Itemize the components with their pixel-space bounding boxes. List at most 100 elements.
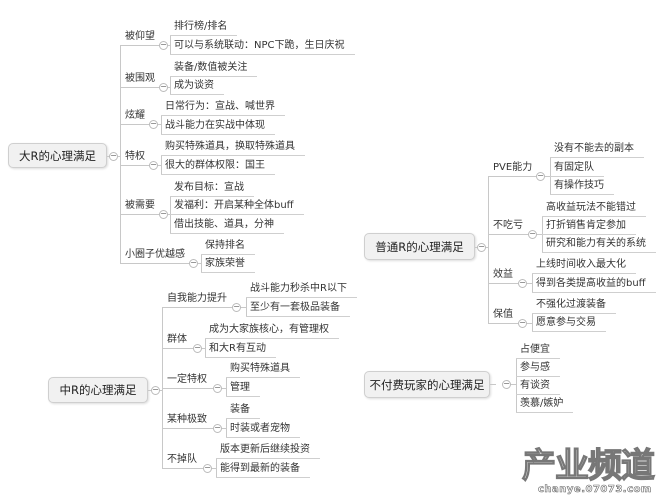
branch-node[interactable]: 炫耀 [125,110,145,121]
collapse-toggle-icon[interactable]: − [149,160,158,170]
branch-underline [162,388,213,389]
connector-line [170,76,171,94]
leaf-node[interactable]: 保持排名 [201,240,255,255]
branch-node[interactable]: 不掉队 [167,454,197,465]
connector-line [202,348,205,349]
root-node[interactable]: 大R的心理满足 [8,143,107,168]
collapse-toggle-icon[interactable]: − [502,379,511,389]
leaf-node[interactable]: 有谈资 [516,380,560,395]
branch-node[interactable]: 群体 [167,334,187,345]
leaf-node[interactable]: 发福利：开启某种全体buff [170,200,304,215]
collapse-toggle-icon[interactable]: − [159,82,168,92]
root-node[interactable]: 中R的心理满足 [48,377,148,403]
leaf-node[interactable]: 至少有一套极品装备 [246,302,350,317]
trunk-line [162,307,163,468]
connector-line [158,165,161,166]
collapse-toggle-icon[interactable]: − [109,151,118,161]
connector-line [516,358,517,412]
leaf-node[interactable]: 购买特殊道具，换取特殊道具 [161,141,305,156]
connector-line [511,384,516,385]
branch-node[interactable]: 某种极致 [167,414,207,425]
leaf-node[interactable]: 时装或者宠物 [226,423,300,438]
leaf-node[interactable]: 成为大家族核心，有管理权 [205,324,339,339]
branch-node[interactable]: 自我能力提升 [167,293,227,304]
branch-underline [120,165,149,166]
leaf-node[interactable]: 排行榜/排名 [170,21,238,36]
leaf-node[interactable]: 家族荣誉 [201,258,255,273]
collapse-toggle-icon[interactable]: − [536,171,545,181]
branch-underline [120,214,159,215]
collapse-toggle-icon[interactable]: − [149,119,158,129]
branch-underline [120,124,149,125]
branch-node[interactable]: 保值 [493,309,513,320]
connector-line [161,155,162,174]
leaf-node[interactable]: 高收益玩法不能错过 [542,202,646,217]
leaf-node[interactable]: 有固定队 [550,162,604,177]
branch-underline [488,283,518,284]
connector-line [212,468,216,469]
branch-node[interactable]: 被仰望 [125,31,155,42]
branch-node[interactable]: 效益 [493,269,513,280]
leaf-node[interactable]: 羡慕/嫉妒 [516,398,574,413]
leaf-node[interactable]: 版本更新后继续投资 [216,444,320,459]
branch-node[interactable]: 被需要 [125,200,155,211]
leaf-node[interactable]: 可以与系统联动：NPC下跪，生日庆祝 [170,40,355,55]
leaf-node[interactable]: 有操作技巧 [550,180,614,195]
branch-node[interactable]: 不吃亏 [493,220,523,231]
branch-underline [162,307,232,308]
leaf-node[interactable]: 愿意参与交易 [532,317,606,332]
connector-line [537,234,542,235]
leaf-node[interactable]: 上线时间收入最大化 [532,259,636,274]
leaf-node[interactable]: 打折销售肯定参加 [542,220,636,235]
leaf-node[interactable]: 日常行为：宣战、喊世界 [161,101,285,116]
collapse-toggle-icon[interactable]: − [477,242,486,252]
collapse-toggle-icon[interactable]: − [193,343,202,353]
collapse-toggle-icon[interactable]: − [213,423,222,433]
leaf-node[interactable]: 得到各类提高收益的buff [532,278,656,293]
leaf-node[interactable]: 装备/数值被关注 [170,62,258,77]
collapse-toggle-icon[interactable]: − [159,209,168,219]
leaf-node[interactable]: 和大R有互动 [205,343,276,358]
leaf-node[interactable]: 研究和能力有关的系统 [542,238,656,253]
connector-line [490,384,496,385]
collapse-toggle-icon[interactable]: − [528,229,537,239]
collapse-toggle-icon[interactable]: − [151,385,160,395]
connector-line [486,247,488,248]
connector-line [241,307,246,308]
collapse-toggle-icon[interactable]: − [159,40,168,50]
leaf-node[interactable]: 成为谈资 [170,80,224,95]
branch-node[interactable]: PVE能力 [493,162,533,173]
leaf-node[interactable]: 占便宜 [516,344,560,359]
leaf-node[interactable]: 能得到最新的装备 [216,463,310,478]
leaf-node[interactable]: 不强化过渡装备 [532,299,616,314]
connector-line [545,176,550,177]
leaf-node[interactable]: 没有不能去的副本 [550,143,644,158]
root-node[interactable]: 普通R的心理满足 [364,233,475,260]
leaf-node[interactable]: 很大的群体权限：国王 [161,160,275,175]
leaf-node[interactable]: 发布目标：宣战 [170,182,254,197]
collapse-toggle-icon[interactable]: − [213,383,222,393]
leaf-node[interactable]: 管理 [226,382,260,397]
collapse-toggle-icon[interactable]: − [232,302,241,312]
leaf-node[interactable]: 装备 [226,404,260,419]
connector-line [532,273,533,292]
collapse-toggle-icon[interactable]: − [518,318,527,328]
collapse-toggle-icon[interactable]: − [518,278,527,288]
leaf-node[interactable]: 参与感 [516,362,560,377]
leaf-node[interactable]: 战斗能力秒杀中R以下 [246,283,357,298]
leaf-node[interactable]: 战斗能力在实战中体现 [161,120,275,135]
branch-node[interactable]: 一定特权 [167,374,207,385]
connector-line [170,35,171,54]
connector-line [527,283,532,284]
watermark-logo: 产业频道 [521,446,655,486]
branch-node[interactable]: 特权 [125,151,145,162]
branch-node[interactable]: 小圈子优越感 [125,249,185,260]
leaf-node[interactable]: 购买特殊道具 [226,363,300,378]
branch-node[interactable]: 被围观 [125,73,155,84]
collapse-toggle-icon[interactable]: − [203,463,212,473]
collapse-toggle-icon[interactable]: − [189,258,198,268]
leaf-node[interactable]: 借出技能、道具，分神 [170,219,284,234]
root-node[interactable]: 不付费玩家的心理满足 [364,371,490,398]
branch-underline [488,176,536,177]
connector-line [532,313,533,331]
